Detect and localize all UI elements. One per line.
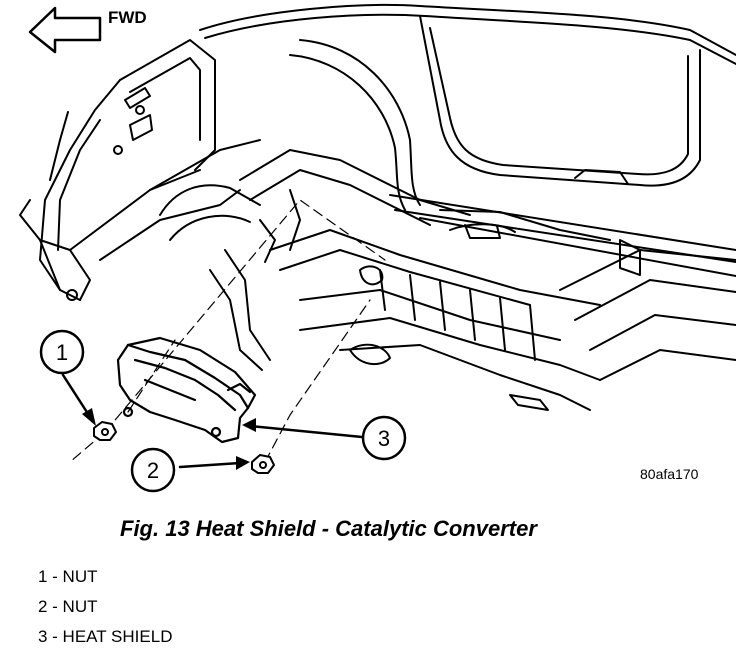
arrow-head-3-icon — [242, 418, 256, 432]
heat-shield — [116, 336, 257, 444]
legend-item: 1 - NUT — [38, 567, 98, 586]
callout-1 — [39, 329, 85, 375]
callout-2 — [130, 447, 176, 493]
vehicle-underbody-diagram: 1 2 3 — [19, 4, 736, 493]
direction-label: FWD — [108, 8, 147, 27]
arrow-head-2-icon — [236, 456, 250, 470]
callout-number-2: 2 — [147, 458, 159, 483]
front-structure — [19, 39, 261, 301]
callout-3 — [361, 415, 407, 461]
nut-1-icon — [93, 421, 117, 441]
callout-number-1: 1 — [56, 340, 68, 365]
parts-legend: 1 - NUT 2 - NUT 3 - HEAT SHIELD — [38, 562, 172, 652]
fwd-arrow-icon — [28, 6, 102, 54]
arrow-head-1-icon — [82, 408, 96, 426]
nut-2-icon — [251, 454, 275, 474]
figure-code: 80afa170 — [640, 466, 699, 482]
body-shell — [199, 4, 736, 277]
legend-item: 2 - NUT — [38, 597, 98, 616]
floor-pan — [209, 149, 736, 411]
figure-caption: Fig. 13 Heat Shield - Catalytic Converte… — [120, 516, 537, 541]
callout-number-3: 3 — [378, 426, 390, 451]
legend-item: 3 - HEAT SHIELD — [38, 627, 173, 646]
